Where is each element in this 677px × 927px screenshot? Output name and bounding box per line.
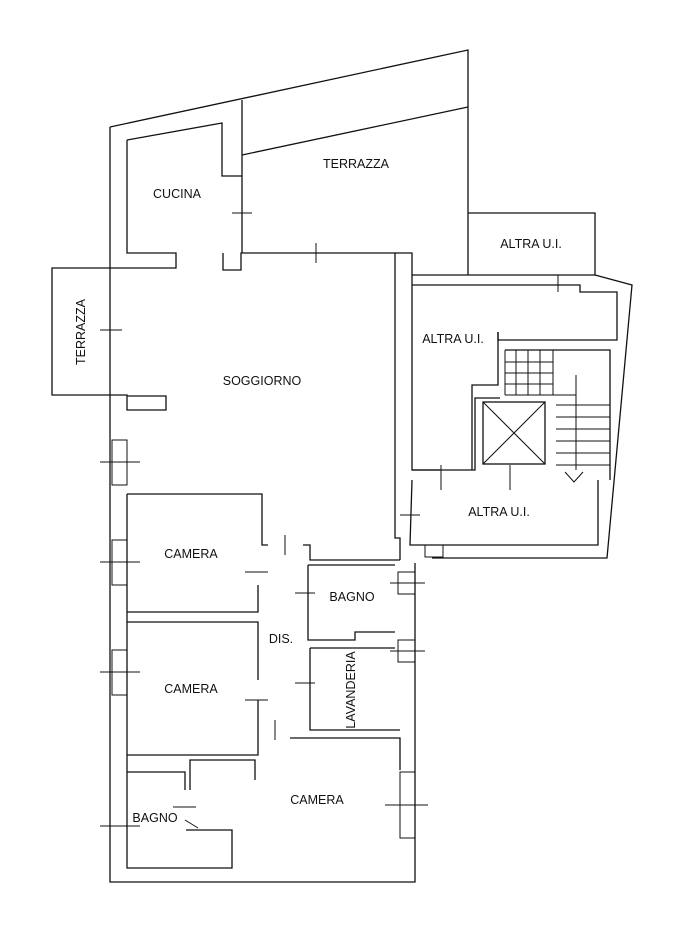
label-dis: DIS.: [269, 632, 293, 646]
label-altra-ui-bottom: ALTRA U.I.: [468, 505, 530, 519]
terrace-left-walls: [51, 267, 167, 411]
camera-1-walls: [127, 493, 286, 613]
staircase: [471, 332, 611, 483]
windows: [100, 212, 559, 839]
lavanderia-walls: [295, 647, 400, 731]
label-camera-2: CAMERA: [164, 682, 218, 696]
soggiorno-walls: [394, 212, 633, 560]
label-terrazza-left: TERRAZZA: [74, 298, 88, 365]
label-camera-1: CAMERA: [164, 547, 218, 561]
camera-3-walls: [127, 737, 401, 829]
elevator-shaft: [440, 401, 546, 490]
label-lavanderia: LAVANDERIA: [344, 651, 358, 729]
bagno-1-walls: [295, 544, 400, 641]
outer-walls: [109, 49, 469, 883]
terrace-top-walls: [222, 100, 469, 271]
label-cucina: CUCINA: [153, 187, 202, 201]
room-labels: CUCINA TERRAZZA ALTRA U.I. TERRAZZA SOGG…: [74, 157, 562, 825]
label-soggiorno: SOGGIORNO: [223, 374, 302, 388]
label-camera-3: CAMERA: [290, 793, 344, 807]
label-altra-ui-mid: ALTRA U.I.: [422, 332, 484, 346]
label-terrazza-top: TERRAZZA: [323, 157, 390, 171]
camera-2-walls: [127, 621, 276, 756]
label-bagno-1: BAGNO: [329, 590, 374, 604]
label-bagno-2: BAGNO: [132, 811, 177, 825]
label-altra-ui-top: ALTRA U.I.: [500, 237, 562, 251]
